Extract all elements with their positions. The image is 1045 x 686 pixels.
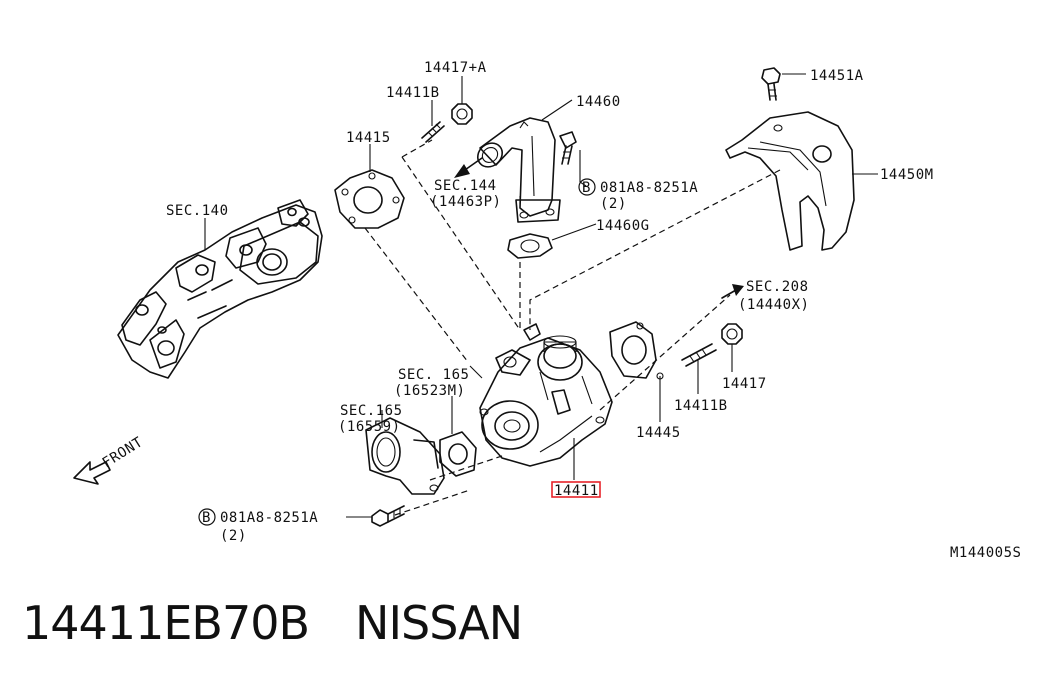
label-bolt-bottom: 081A8-8251A [220, 510, 318, 526]
gasket-14460g [507, 233, 553, 259]
bolt-marker-bottom: B [198, 508, 216, 526]
label-14460: 14460 [576, 94, 621, 110]
label-14450m: 14450M [880, 167, 934, 183]
label-14417a: 14417+A [424, 60, 487, 76]
front-label: FRONT [100, 434, 146, 471]
nut-14417 [721, 323, 743, 345]
svg-text:B: B [582, 180, 591, 196]
label-bolt-top: 081A8-8251A [600, 180, 698, 196]
turbocharger-14411 [479, 323, 613, 467]
bolt-marker-top: B [578, 178, 596, 196]
label-sec140: SEC.140 [166, 203, 229, 219]
label-sec165-b: SEC.165 [340, 403, 403, 419]
label-14417: 14417 [722, 376, 767, 392]
label-14415: 14415 [346, 130, 391, 146]
label-sec165-a: SEC. 165 [398, 367, 469, 383]
label-sec208-sub: (14440X) [738, 297, 809, 313]
front-arrow-icon [73, 461, 111, 485]
part-number: 14411EB70B [22, 596, 310, 650]
label-14411b-right: 14411B [674, 398, 728, 414]
heat-insulator-14450m [725, 111, 855, 251]
label-sec144-sub: (14463P) [430, 194, 501, 210]
exhaust-manifold [117, 199, 323, 379]
part-caption: 14411EB70B NISSAN [22, 596, 523, 666]
label-14451a: 14451A [810, 68, 864, 84]
label-bolt-bottom-qty: (2) [220, 528, 247, 544]
bolt-081a8-bottom [371, 505, 405, 527]
label-sec208: SEC.208 [746, 279, 809, 295]
label-sec144: SEC.144 [434, 178, 497, 194]
svg-text:B: B [202, 510, 211, 526]
gasket-14445 [609, 321, 664, 380]
label-14411b-top: 14411B [386, 85, 440, 101]
assembly-dashed-lines [364, 139, 781, 516]
brand-name: NISSAN [355, 596, 523, 650]
label-14460g: 14460G [596, 218, 650, 234]
highlight-box-14411 [551, 481, 601, 498]
sec144-arrow [454, 157, 483, 178]
stud-14411b-top [421, 121, 445, 143]
bolt-081a8-top [559, 131, 577, 165]
figure-code: M144005S [950, 545, 1021, 561]
leader-lines [204, 73, 878, 518]
stud-14411b-right [681, 343, 717, 367]
gasket-16523m [439, 431, 477, 477]
label-sec165-a-sub: (16523M) [394, 383, 465, 399]
label-bolt-top-qty: (2) [600, 196, 627, 212]
inlet-elbow-16559 [365, 417, 445, 495]
label-14445: 14445 [636, 425, 681, 441]
sec208-arrow [721, 284, 744, 299]
bolt-14451a [761, 67, 781, 101]
label-sec165-b-sub: (16559) [338, 419, 401, 435]
label-14411: 14411 [554, 483, 599, 499]
gasket-14415 [334, 169, 405, 229]
oil-pipe-14460 [476, 117, 561, 223]
nut-14417a [451, 103, 473, 125]
